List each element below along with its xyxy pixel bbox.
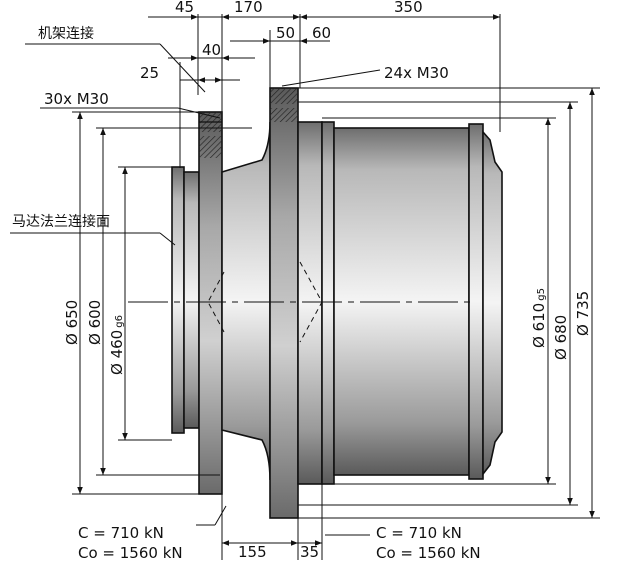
label-bolts-left: 30x M30: [44, 90, 109, 108]
dim-35: 35: [300, 543, 319, 561]
load-c-left: C = 710 kN: [78, 524, 164, 542]
label-bolts-right: 24x M30: [384, 64, 449, 82]
dim-40: 40: [202, 41, 221, 59]
load-co-left: Co = 1560 kN: [78, 544, 183, 562]
dim-dia-600: Ø 600: [86, 300, 104, 345]
bottom-dimension-lines: [196, 484, 370, 560]
dim-25: 25: [140, 64, 159, 82]
dim-dia-460: Ø 460g6: [108, 315, 126, 375]
frame-flange: [198, 111, 223, 495]
dim-155: 155: [238, 543, 267, 561]
output-flange: [269, 87, 299, 519]
load-co-right: Co = 1560 kN: [376, 544, 481, 562]
label-frame-connection: 机架连接: [38, 25, 94, 42]
right-diameter-lines: [298, 87, 600, 519]
dim-dia-610: Ø 610g5: [530, 288, 548, 348]
motor-pilot: [171, 166, 200, 434]
dim-350: 350: [394, 0, 423, 16]
top-dimension-lines: [148, 14, 501, 168]
dim-45: 45: [175, 0, 194, 16]
load-c-right: C = 710 kN: [376, 524, 462, 542]
left-diameter-lines: [72, 111, 252, 495]
label-motor-flange-face: 马达法兰连接面: [12, 213, 110, 230]
dim-dia-680: Ø 680: [552, 315, 570, 360]
dim-dia-735: Ø 735: [574, 291, 592, 336]
dim-50: 50: [276, 24, 295, 42]
leader-lines: [10, 43, 381, 246]
dim-60: 60: [312, 24, 331, 42]
housing-neck: [221, 121, 271, 481]
dim-dia-650: Ø 650: [63, 300, 81, 345]
drum-body: [297, 121, 503, 485]
dim-170: 170: [234, 0, 263, 16]
